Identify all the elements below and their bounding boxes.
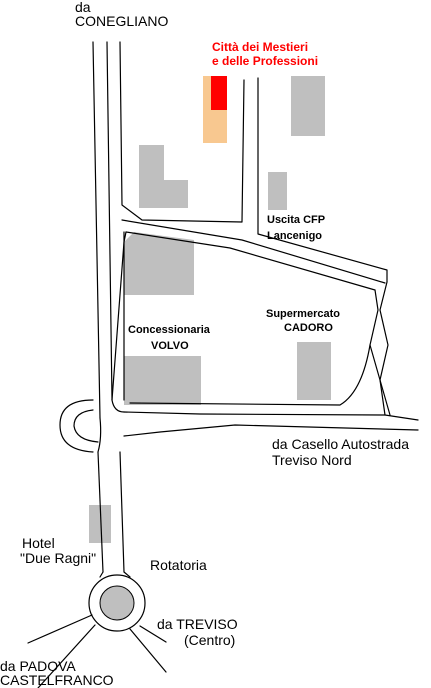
label-da-conegliano-2: CONEGLIANO <box>75 13 169 29</box>
label-concessionaria-1: Concessionaria <box>128 324 210 336</box>
label-da-padova-2: CASTELFRANCO <box>0 672 114 688</box>
roundabout-outer <box>88 574 146 632</box>
road-main-north-left <box>92 41 101 419</box>
label-da-treviso-1: da TREVISO <box>157 616 238 632</box>
label-citta-mestieri-2: e delle Professioni <box>212 54 319 68</box>
label-rotatoria: Rotatoria <box>150 557 207 573</box>
label-uscita-cfp-2: Lancenigo <box>267 230 323 242</box>
road-diagonal-north <box>121 219 386 284</box>
building-top-right <box>291 76 325 136</box>
label-citta-mestieri-1: Città dei Mestieri <box>212 40 309 54</box>
road-casello <box>123 411 419 421</box>
label-da-treviso-2: (Centro) <box>184 632 236 648</box>
label-concessionaria-2: VOLVO <box>151 340 189 352</box>
label-supermercato-1: Supermercato <box>266 308 340 320</box>
road-network <box>27 41 419 688</box>
label-da-conegliano-1: da <box>75 0 91 15</box>
label-supermercato-2: CADORO <box>284 322 333 334</box>
building-volvo <box>124 356 201 405</box>
road-east <box>369 289 386 416</box>
road-to-padova <box>27 614 93 644</box>
label-hotel-1: Hotel <box>22 535 55 551</box>
road-to-treviso <box>129 628 167 673</box>
roundabout-island <box>99 585 135 621</box>
label-da-padova-1: da PADOVA <box>0 658 76 674</box>
building-small-right <box>268 172 287 210</box>
building-l-shape <box>139 145 188 208</box>
building-hotel-due-ragni <box>89 505 111 543</box>
road-main-south <box>97 451 104 573</box>
label-casello-1: da Casello Autostrada <box>272 436 409 452</box>
label-uscita-cfp-1: Uscita CFP <box>267 214 326 226</box>
label-casello-2: Treviso Nord <box>272 452 352 468</box>
building-concessionaria-top <box>124 232 194 295</box>
target-building <box>211 76 227 110</box>
building-cadoro <box>297 342 331 400</box>
label-hotel-2: "Due Ragni" <box>20 550 97 566</box>
road-loop-west <box>59 399 94 453</box>
